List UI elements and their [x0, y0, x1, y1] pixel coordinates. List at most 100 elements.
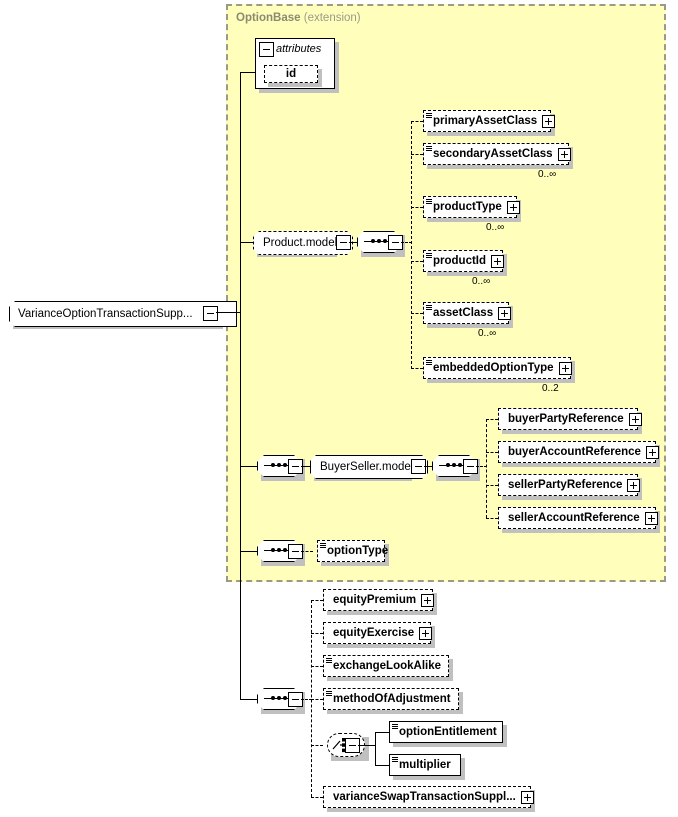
expander-plus-icon[interactable] [558, 361, 572, 375]
element-label: equityPremium [333, 594, 417, 606]
sequence-dot-1 [271, 696, 275, 700]
attribute-id[interactable]: id [264, 65, 318, 83]
element-embeddedOptionType[interactable]: embeddedOptionType [423, 357, 572, 379]
expander-plus-icon[interactable] [520, 790, 534, 804]
expander-plus-icon[interactable] [542, 114, 556, 128]
line-bottom-seq-to-children [301, 699, 312, 700]
extension-group-name: OptionBase [236, 12, 301, 24]
sequence-marker-icon [326, 691, 332, 697]
sequence-dot-1 [271, 463, 275, 467]
branch-line-equityPremium [311, 600, 323, 601]
cardinality-productId: 0..∞ [472, 276, 491, 287]
sequence-dot-1 [446, 463, 450, 467]
sequence-dot-2 [277, 696, 281, 700]
element-label: secondaryAssetClass [433, 148, 553, 160]
sequence-marker-icon [426, 305, 432, 311]
sequence-dot-1 [371, 239, 375, 243]
element-assetClass[interactable]: assetClass [423, 302, 512, 324]
expander-plus-icon[interactable] [644, 511, 658, 525]
branch-line-secondaryAssetClass [411, 154, 423, 155]
line-outer-seq-to-buyerseller-model [301, 466, 310, 467]
line-trunk-to-attributes [240, 72, 256, 73]
sequence-marker-icon [426, 113, 432, 119]
element-multiplier[interactable]: multiplier [389, 754, 461, 776]
sequence-dot-3 [283, 696, 287, 700]
expander-plus-icon[interactable] [557, 147, 571, 161]
element-productType[interactable]: productType [423, 196, 520, 218]
expander-plus-icon[interactable] [419, 626, 433, 640]
expander-plus-icon[interactable] [645, 445, 659, 459]
sequence-dot-3 [283, 463, 287, 467]
branch-line-sellerAccountReference [486, 518, 498, 519]
line-product-model-to-sequence [349, 242, 357, 243]
expander-plus-icon[interactable] [498, 306, 512, 320]
element-label: equityExercise [333, 627, 415, 639]
line-trunk-to-bottom-sequence [240, 699, 257, 700]
element-label: varianceSwapTransactionSuppl... [333, 791, 516, 803]
sequence-dot-2 [452, 463, 456, 467]
expander-plus-icon[interactable] [627, 478, 641, 492]
branch-line-primaryAssetClass [411, 121, 423, 122]
trunk-vertical-line [240, 72, 241, 700]
buyerseller-model-group[interactable]: BuyerSeller.model [310, 455, 428, 479]
sequence-dot-2 [377, 239, 381, 243]
root-expander-minus-icon[interactable] [203, 306, 218, 321]
line-inner-seq-to-children [476, 466, 487, 467]
choice-children-spine [375, 732, 376, 765]
sequence-marker-icon [426, 253, 432, 259]
expander-plus-icon[interactable] [421, 593, 435, 607]
element-exchangeLookAlike[interactable]: exchangeLookAlike [323, 655, 449, 677]
branch-line-methodOfAdjustment [311, 699, 323, 700]
element-secondaryAssetClass[interactable]: secondaryAssetClass [423, 143, 571, 165]
attributes-expander-minus-icon[interactable] [259, 42, 274, 57]
buyerseller-model-label: BuyerSeller.model [320, 461, 414, 473]
branch-line-varianceSwapTransactionSuppl [311, 797, 323, 798]
expander-plus-icon[interactable] [628, 412, 642, 426]
element-label: optionEntitlement [399, 726, 497, 738]
line-choice-to-children [358, 745, 376, 746]
expander-plus-icon[interactable] [491, 254, 505, 268]
element-label: sellerAccountReference [508, 512, 640, 524]
element-sellerPartyReference[interactable]: sellerPartyReference [498, 474, 641, 496]
element-equityExercise[interactable]: equityExercise [323, 622, 433, 644]
extension-group-kind: (extension) [303, 12, 361, 24]
element-label: methodOfAdjustment [333, 693, 451, 705]
branch-line-multiplier [375, 765, 389, 766]
sequence-marker-icon [426, 360, 432, 366]
element-label: assetClass [433, 307, 494, 319]
product-model-label: Product.model [263, 237, 338, 249]
sequence-dot-2 [277, 548, 281, 552]
element-sellerAccountReference[interactable]: sellerAccountReference [498, 507, 658, 529]
element-varianceSwapTransactionSuppl[interactable]: varianceSwapTransactionSuppl... [323, 786, 534, 808]
branch-line-assetClass [411, 313, 423, 314]
element-optionType[interactable]: optionType [317, 540, 389, 562]
branch-line-equityExercise [311, 633, 323, 634]
branch-line-choice [311, 745, 323, 746]
branch-line-optionEntitlement [375, 732, 389, 733]
element-label: exchangeLookAlike [333, 660, 442, 672]
sequence-marker-icon [426, 199, 432, 205]
element-equityPremium[interactable]: equityPremium [323, 589, 435, 611]
root-element-label: VarianceOptionTransactionSupp... [18, 308, 193, 320]
sequence-marker-icon [320, 543, 326, 549]
element-buyerPartyReference[interactable]: buyerPartyReference [498, 408, 642, 430]
element-optionEntitlement[interactable]: optionEntitlement [389, 721, 503, 743]
line-trunk-to-optiontype-sequence [240, 551, 257, 552]
branch-line-buyerAccountReference [486, 452, 498, 453]
bottom-children-spine [311, 600, 312, 797]
expander-plus-icon[interactable] [506, 200, 520, 214]
element-primaryAssetClass[interactable]: primaryAssetClass [423, 110, 556, 132]
element-label: buyerPartyReference [508, 413, 624, 425]
root-element[interactable]: VarianceOptionTransactionSupp... [9, 301, 237, 327]
element-label: optionType [327, 545, 389, 557]
sequence-marker-icon [426, 146, 432, 152]
element-methodOfAdjustment[interactable]: methodOfAdjustment [323, 688, 459, 710]
cardinality-secondaryAssetClass: 0..∞ [538, 169, 557, 180]
sequence-marker-icon [392, 724, 398, 730]
element-buyerAccountReference[interactable]: buyerAccountReference [498, 441, 659, 463]
attributes-title: attributes [276, 43, 322, 55]
element-productId[interactable]: productId [423, 250, 505, 272]
line-trunk-to-buyerseller-sequence [240, 466, 257, 467]
buyerseller-children-spine [486, 419, 487, 518]
